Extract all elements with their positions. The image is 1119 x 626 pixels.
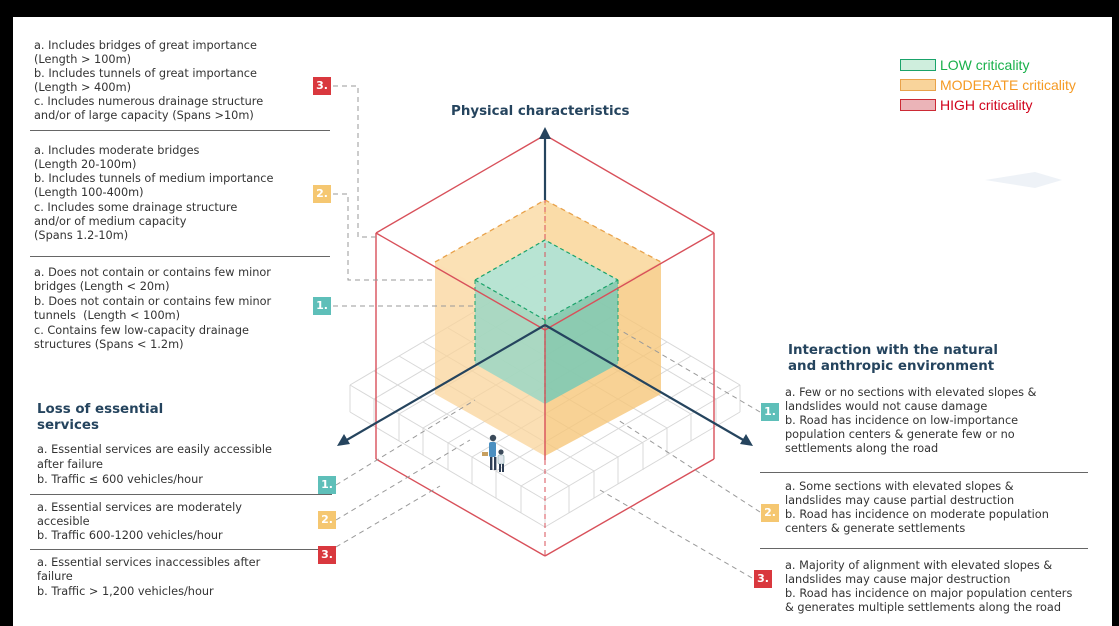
legend-label-low: LOW criticality — [940, 57, 1030, 73]
text-line: a. Few or no sections with elevated slop… — [785, 386, 1037, 399]
text-line: b. Road has incidence on moderate popula… — [785, 508, 1049, 521]
text-line: c. Contains few low-capacity drainage — [34, 324, 249, 337]
axis-title-services-line2: services — [37, 418, 99, 433]
axis-title-environment-line2: and anthropic environment — [788, 359, 995, 374]
text-line: c. Includes some drainage structure — [34, 201, 238, 214]
badge-services-high: 3. — [318, 546, 336, 564]
badge-environment-low: 1. — [761, 403, 779, 421]
text-line: and/or of large capacity (Spans >10m) — [34, 109, 254, 122]
text-line: settlements along the road — [785, 442, 939, 455]
text-line: (Length > 400m) — [34, 81, 131, 94]
axis-title-services-line1: Loss of essential — [37, 402, 164, 417]
badge-environment-high: 3. — [754, 570, 772, 588]
people-figure — [482, 434, 505, 472]
low-cube — [474, 239, 619, 404]
divider — [30, 494, 332, 496]
divider — [30, 256, 330, 258]
divider — [760, 548, 1088, 550]
text-line: a. Essential services inaccessibles afte… — [37, 556, 261, 569]
axis-arrows — [337, 127, 753, 446]
text-line: bridges (Length < 20m) — [34, 280, 170, 293]
legend-swatch-high — [900, 99, 936, 111]
text-line: (Length 20-100m) — [34, 158, 137, 171]
badge-physical-moderate: 2. — [313, 185, 331, 203]
badge-physical-high: 3. — [313, 77, 331, 95]
text-line: b. Traffic ≤ 600 vehicles/hour — [37, 473, 203, 486]
text-line: (Length > 100m) — [34, 53, 131, 66]
badge-environment-moderate: 2. — [761, 504, 779, 522]
text-line: b. Road has incidence on low-importance — [785, 414, 1019, 427]
text-line: failure — [37, 570, 73, 583]
text-line: a. Essential services are moderately — [37, 501, 242, 514]
text-line: a. Majority of alignment with elevated s… — [785, 559, 1053, 572]
text-line: a. Includes bridges of great importance — [34, 39, 257, 52]
legend-label-high: HIGH criticality — [940, 97, 1033, 113]
divider — [30, 130, 330, 132]
axis-title-environment-line1: Interaction with the natural — [788, 343, 998, 358]
leader-lines — [333, 85, 761, 579]
text-line: (Length 100-400m) — [34, 186, 144, 199]
badge-physical-low: 1. — [313, 297, 331, 315]
text-line: b. Includes tunnels of medium importance — [34, 172, 274, 185]
text-line: a. Some sections with elevated slopes & — [785, 480, 1014, 493]
legend-label-moderate: MODERATE criticality — [940, 77, 1076, 93]
text-line: tunnels (Length < 100m) — [34, 309, 181, 322]
divider — [30, 549, 332, 551]
text-line: landslides may cause major destruction — [785, 573, 1011, 586]
text-line: centers & generate settlements — [785, 522, 966, 535]
text-line: b. Traffic > 1,200 vehicles/hour — [37, 585, 214, 598]
text-line: a. Essential services are easily accessi… — [37, 443, 272, 456]
text-line: b. Road has incidence on major populatio… — [785, 587, 1073, 600]
text-line: landslides may cause partial destruction — [785, 494, 1015, 507]
highlight-shape — [985, 172, 1062, 188]
text-line: b. Does not contain or contains few mino… — [34, 295, 272, 308]
text-line: b. Traffic 600-1200 vehicles/hour — [37, 529, 223, 542]
text-line: landslides would not cause damage — [785, 400, 988, 413]
text-line: b. Includes tunnels of great importance — [34, 67, 257, 80]
text-line: c. Includes numerous drainage structure — [34, 95, 264, 108]
legend-item-high: HIGH criticality — [900, 96, 1033, 114]
text-line: and/or of medium capacity — [34, 215, 187, 228]
badge-services-moderate: 2. — [318, 511, 336, 529]
axis-title-physical: Physical characteristics — [451, 104, 630, 119]
text-line: population centers & generate few or no — [785, 428, 1015, 441]
legend-item-moderate: MODERATE criticality — [900, 76, 1076, 94]
text-line: (Spans 1.2-10m) — [34, 229, 129, 242]
text-line: accesible — [37, 515, 90, 528]
text-line: after failure — [37, 458, 103, 471]
legend-swatch-moderate — [900, 79, 936, 91]
text-line: a. Does not contain or contains few mino… — [34, 266, 271, 279]
text-line: structures (Spans < 1.2m) — [34, 338, 184, 351]
legend-item-low: LOW criticality — [900, 56, 1029, 74]
badge-services-low: 1. — [318, 476, 336, 494]
legend-swatch-low — [900, 59, 936, 71]
text-line: & generates multiple settlements along t… — [785, 601, 1062, 614]
high-cube — [375, 134, 715, 557]
divider — [760, 472, 1088, 474]
text-line: a. Includes moderate bridges — [34, 144, 200, 157]
